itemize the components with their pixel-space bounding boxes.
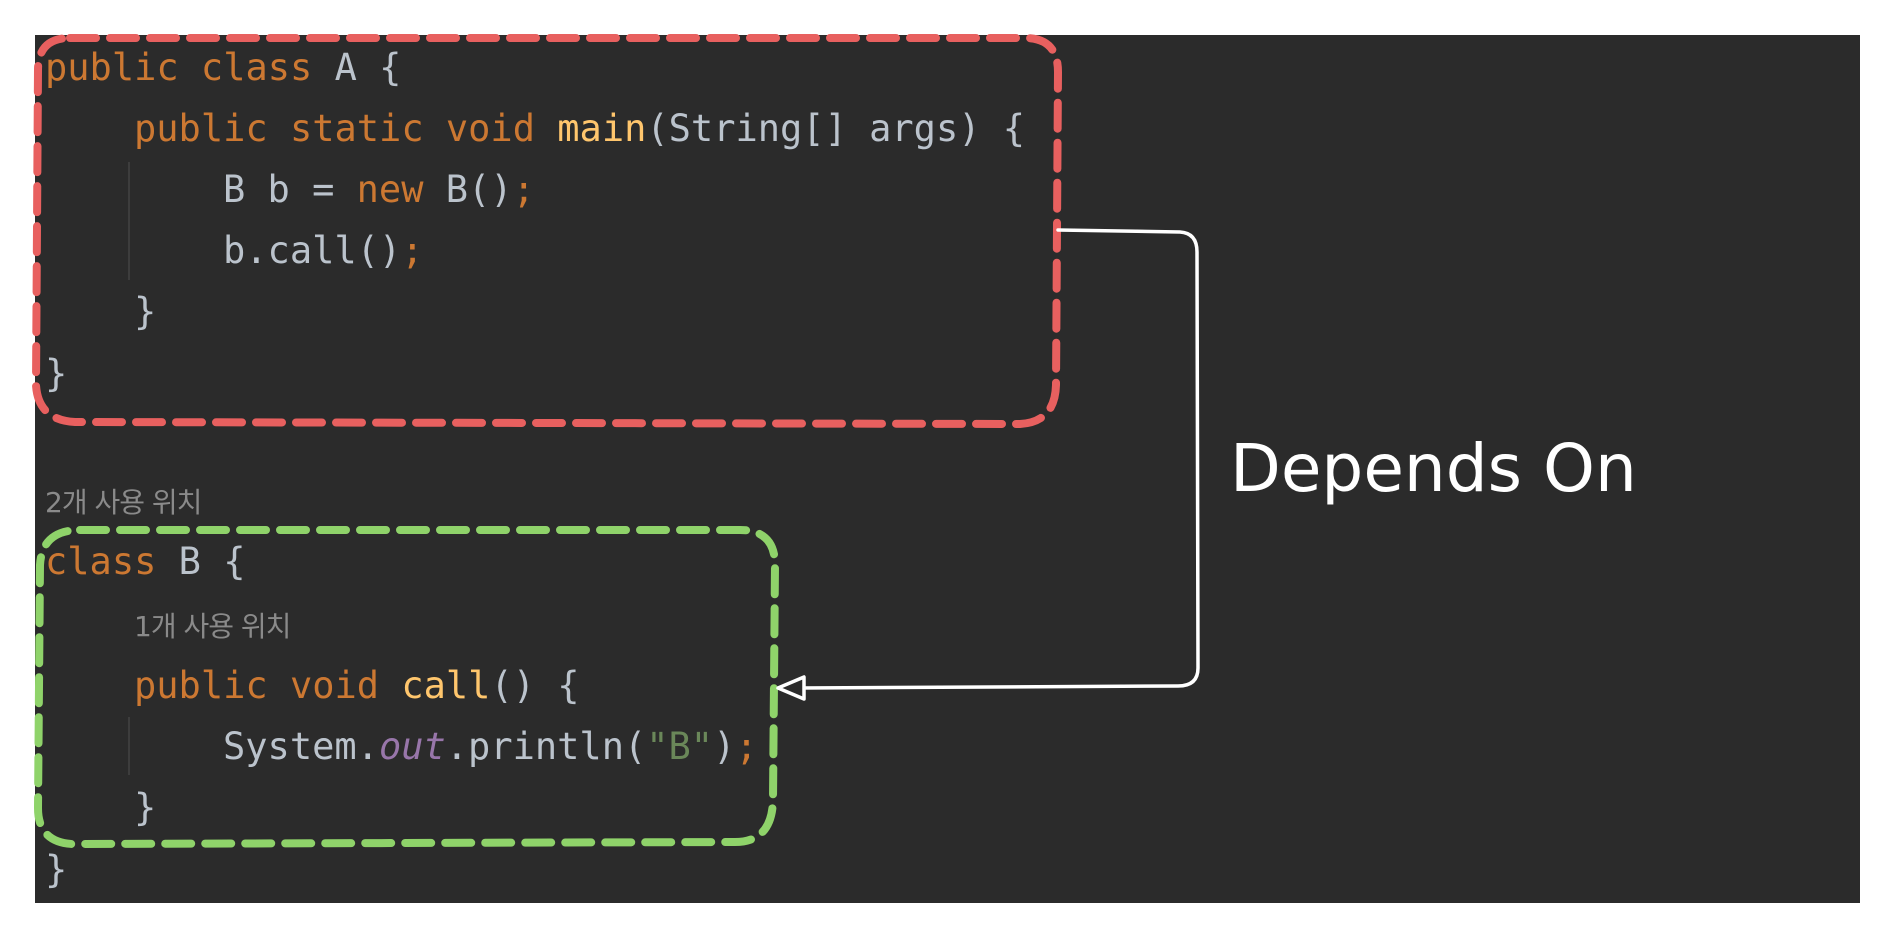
- sys-prefix: System.: [223, 725, 379, 768]
- close-brace: }: [45, 352, 68, 395]
- method-call: call: [401, 664, 491, 707]
- b-call-text: b.call(): [223, 229, 402, 272]
- keyword-public: public: [134, 107, 268, 150]
- method-main: main: [557, 107, 647, 150]
- code-line-close-main: }: [134, 293, 156, 330]
- indent-guide: [128, 162, 130, 280]
- close-brace: }: [134, 786, 157, 829]
- keyword-void: void: [289, 664, 380, 707]
- keyword-class: class: [45, 540, 157, 583]
- class-b-name: B {: [178, 540, 246, 583]
- close-brace: }: [45, 848, 68, 891]
- keyword-new: new: [356, 168, 424, 211]
- code-line-close-call: }: [134, 789, 156, 826]
- semicolon: ;: [735, 725, 758, 768]
- b-ctor: B(): [423, 168, 513, 211]
- main-params: (String[] args) {: [646, 107, 1026, 150]
- code-line-b-decl: B b = new B();: [223, 171, 535, 208]
- depends-on-label: Depends On: [1230, 430, 1637, 507]
- usage-hint-call[interactable]: 1개 사용 위치: [134, 610, 291, 643]
- code-line-class-a: public class A {: [45, 49, 401, 86]
- keyword-public: public: [134, 664, 268, 707]
- println: .println(: [445, 725, 647, 768]
- keyword-void: void: [445, 107, 535, 150]
- keyword-static: static: [289, 107, 424, 150]
- b-decl-text: B b =: [223, 168, 357, 211]
- indent-guide: [128, 717, 130, 775]
- field-out: out: [378, 725, 446, 768]
- code-line-close-class-a: }: [45, 355, 67, 392]
- string-literal: "B": [646, 725, 714, 768]
- semicolon: ;: [512, 168, 535, 211]
- keyword-public-class: public class: [45, 46, 313, 89]
- code-line-class-b: class B {: [45, 543, 246, 580]
- close-brace: }: [134, 290, 157, 333]
- code-line-call-decl: public void call() {: [134, 667, 580, 704]
- code-line-main: public static void main(String[] args) {: [134, 110, 1025, 147]
- call-params: () {: [490, 664, 580, 707]
- close-paren: ): [713, 725, 736, 768]
- code-line-println: System.out.println("B");: [223, 728, 758, 765]
- semicolon: ;: [401, 229, 424, 272]
- class-a-name: A {: [334, 46, 402, 89]
- usage-hint-class-b[interactable]: 2개 사용 위치: [45, 486, 202, 519]
- code-line-close-class-b: }: [45, 851, 67, 888]
- code-line-b-call: b.call();: [223, 232, 424, 269]
